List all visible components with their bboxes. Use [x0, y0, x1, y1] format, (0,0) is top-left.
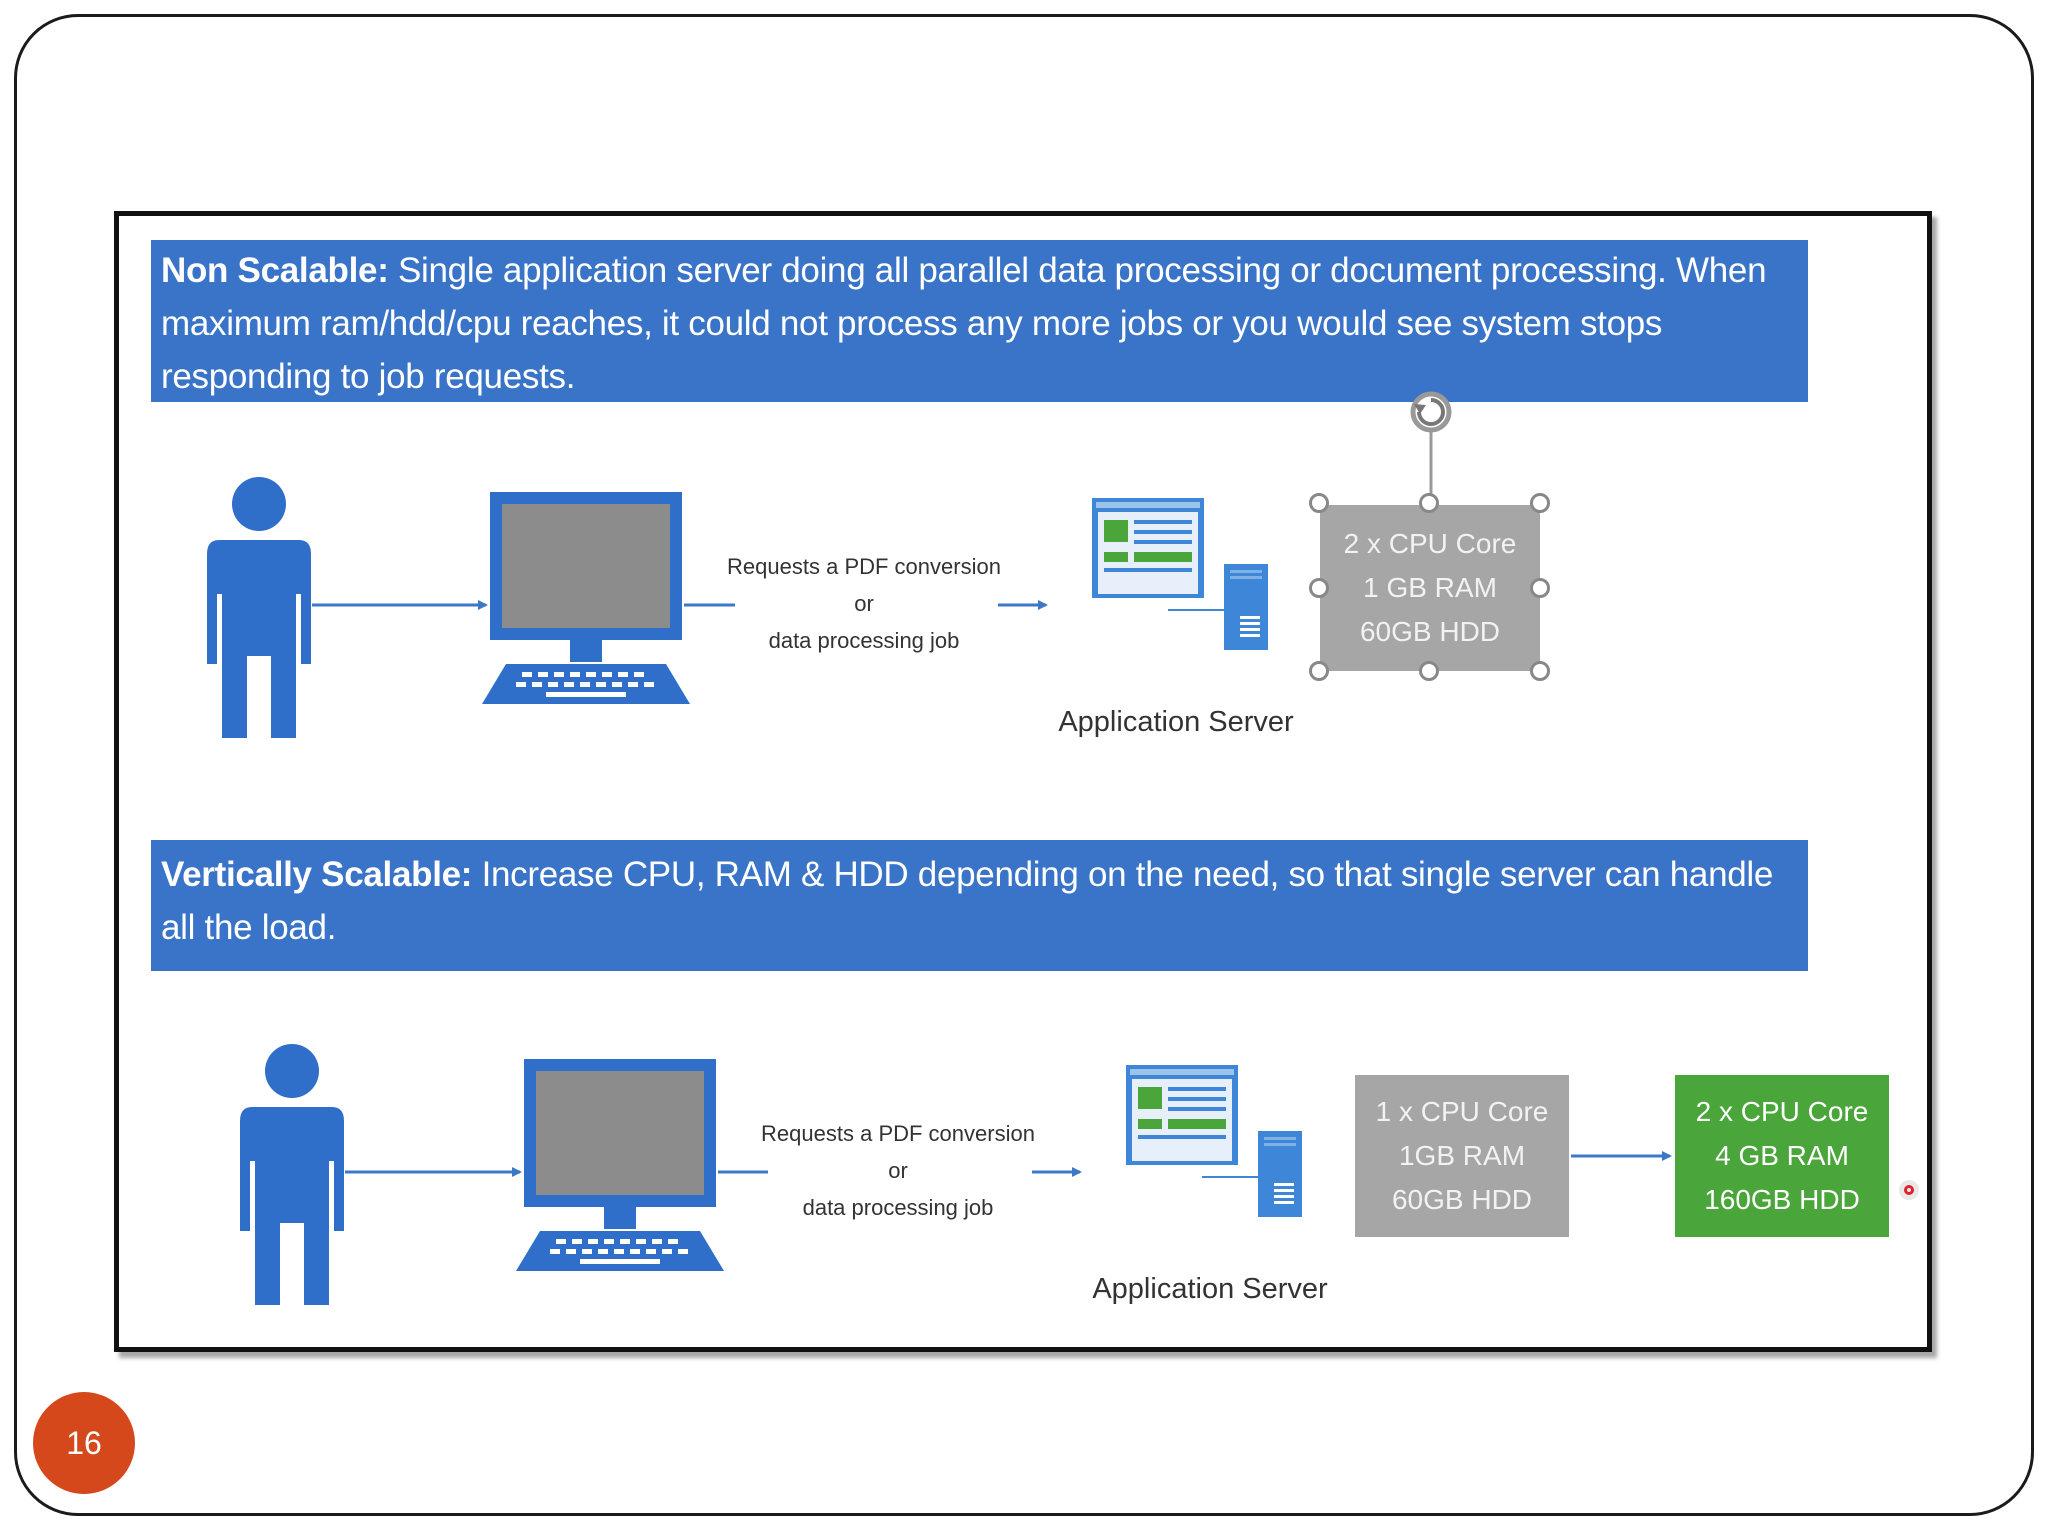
request-label-line: Requests a PDF conversion [761, 1121, 1035, 1146]
request-label-line: data processing job [768, 628, 960, 653]
app-server-icon [1125, 1064, 1303, 1218]
request-label-line: or [888, 1158, 908, 1183]
app-server-icon [1091, 497, 1269, 651]
resize-handle[interactable] [1309, 493, 1329, 513]
slide-number-badge: 16 [33, 1392, 135, 1494]
laser-pointer-dot [1899, 1180, 1919, 1200]
spec-hdd: 60GB HDD [1391, 1184, 1533, 1215]
spec-cpu: 1 x CPU Core [1375, 1096, 1549, 1127]
application-server-label: Application Server [1058, 706, 1294, 738]
request-label-line: or [854, 591, 874, 616]
vertically-scalable-title: Vertically Scalable: [161, 855, 473, 894]
request-label-line: data processing job [802, 1195, 994, 1220]
vertically-scalable-description: Increase CPU, RAM & HDD depending on the… [161, 855, 1774, 947]
server-spec-after-box: 2 x CPU Core 4 GB RAM 160GB HDD [1675, 1075, 1889, 1237]
spec-cpu: 2 x CPU Core [1695, 1096, 1869, 1127]
resize-handle[interactable] [1530, 661, 1550, 681]
resize-handle[interactable] [1309, 578, 1329, 598]
resize-handle[interactable] [1530, 493, 1550, 513]
spec-hdd: 160GB HDD [1704, 1184, 1860, 1215]
spec-ram: 1GB RAM [1398, 1140, 1526, 1171]
computer-icon [516, 1059, 724, 1271]
request-label: Requests a PDF conversion or data proces… [714, 548, 1014, 659]
spec-cpu: 2 x CPU Core [1343, 528, 1517, 559]
resize-handle[interactable] [1309, 661, 1329, 681]
server-spec-before-box: 1 x CPU Core 1GB RAM 60GB HDD [1355, 1075, 1569, 1237]
slide-border [14, 14, 2034, 1516]
spec-ram: 4 GB RAM [1715, 1140, 1849, 1171]
non-scalable-banner: Non Scalable: Single application server … [151, 240, 1808, 402]
non-scalable-description: Single application server doing all para… [161, 251, 1767, 396]
non-scalable-title: Non Scalable: [161, 251, 389, 290]
resize-handle[interactable] [1419, 493, 1439, 513]
rotate-icon [1410, 391, 1452, 433]
server-spec-box[interactable]: 2 x CPU Core 1 GB RAM 60GB HDD [1320, 505, 1540, 671]
person-icon [240, 1044, 344, 1305]
vertically-scalable-banner: Vertically Scalable: Increase CPU, RAM &… [151, 840, 1808, 971]
application-server-label: Application Server [1092, 1273, 1328, 1305]
person-icon [207, 477, 311, 738]
request-label: Requests a PDF conversion or data proces… [748, 1115, 1048, 1226]
spec-hdd: 60GB HDD [1359, 616, 1501, 647]
computer-icon [482, 492, 690, 704]
resize-handle[interactable] [1419, 661, 1439, 681]
request-label-line: Requests a PDF conversion [727, 554, 1001, 579]
resize-handle[interactable] [1530, 578, 1550, 598]
spec-ram: 1 GB RAM [1363, 572, 1497, 603]
